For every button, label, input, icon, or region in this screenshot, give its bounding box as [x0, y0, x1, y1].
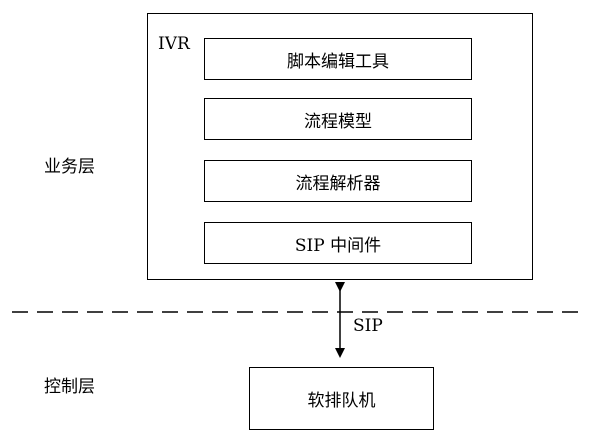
- business-layer-label: 业务层: [44, 157, 95, 177]
- ivr-module-label: SIP 中间件: [294, 235, 382, 256]
- sip-link-label: SIP: [351, 316, 385, 336]
- ivr-title: IVR: [158, 34, 190, 54]
- soft-switch-label: 软排队机: [307, 391, 376, 411]
- ivr-module-flow-parser: 流程解析器: [204, 160, 472, 202]
- ivr-module-label: 流程解析器: [295, 173, 381, 194]
- ivr-container: IVR 脚本编辑工具 流程模型 流程解析器 SIP 中间件: [147, 13, 533, 280]
- control-layer-label: 控制层: [44, 377, 95, 397]
- ivr-module-label: 脚本编辑工具: [287, 51, 389, 72]
- ivr-module-label: 流程模型: [304, 111, 372, 132]
- ivr-module-flow-model: 流程模型: [204, 98, 472, 140]
- ivr-module-script-editor: 脚本编辑工具: [204, 38, 472, 80]
- soft-switch-box: 软排队机: [249, 367, 434, 430]
- ivr-module-sip-middleware: SIP 中间件: [204, 222, 472, 264]
